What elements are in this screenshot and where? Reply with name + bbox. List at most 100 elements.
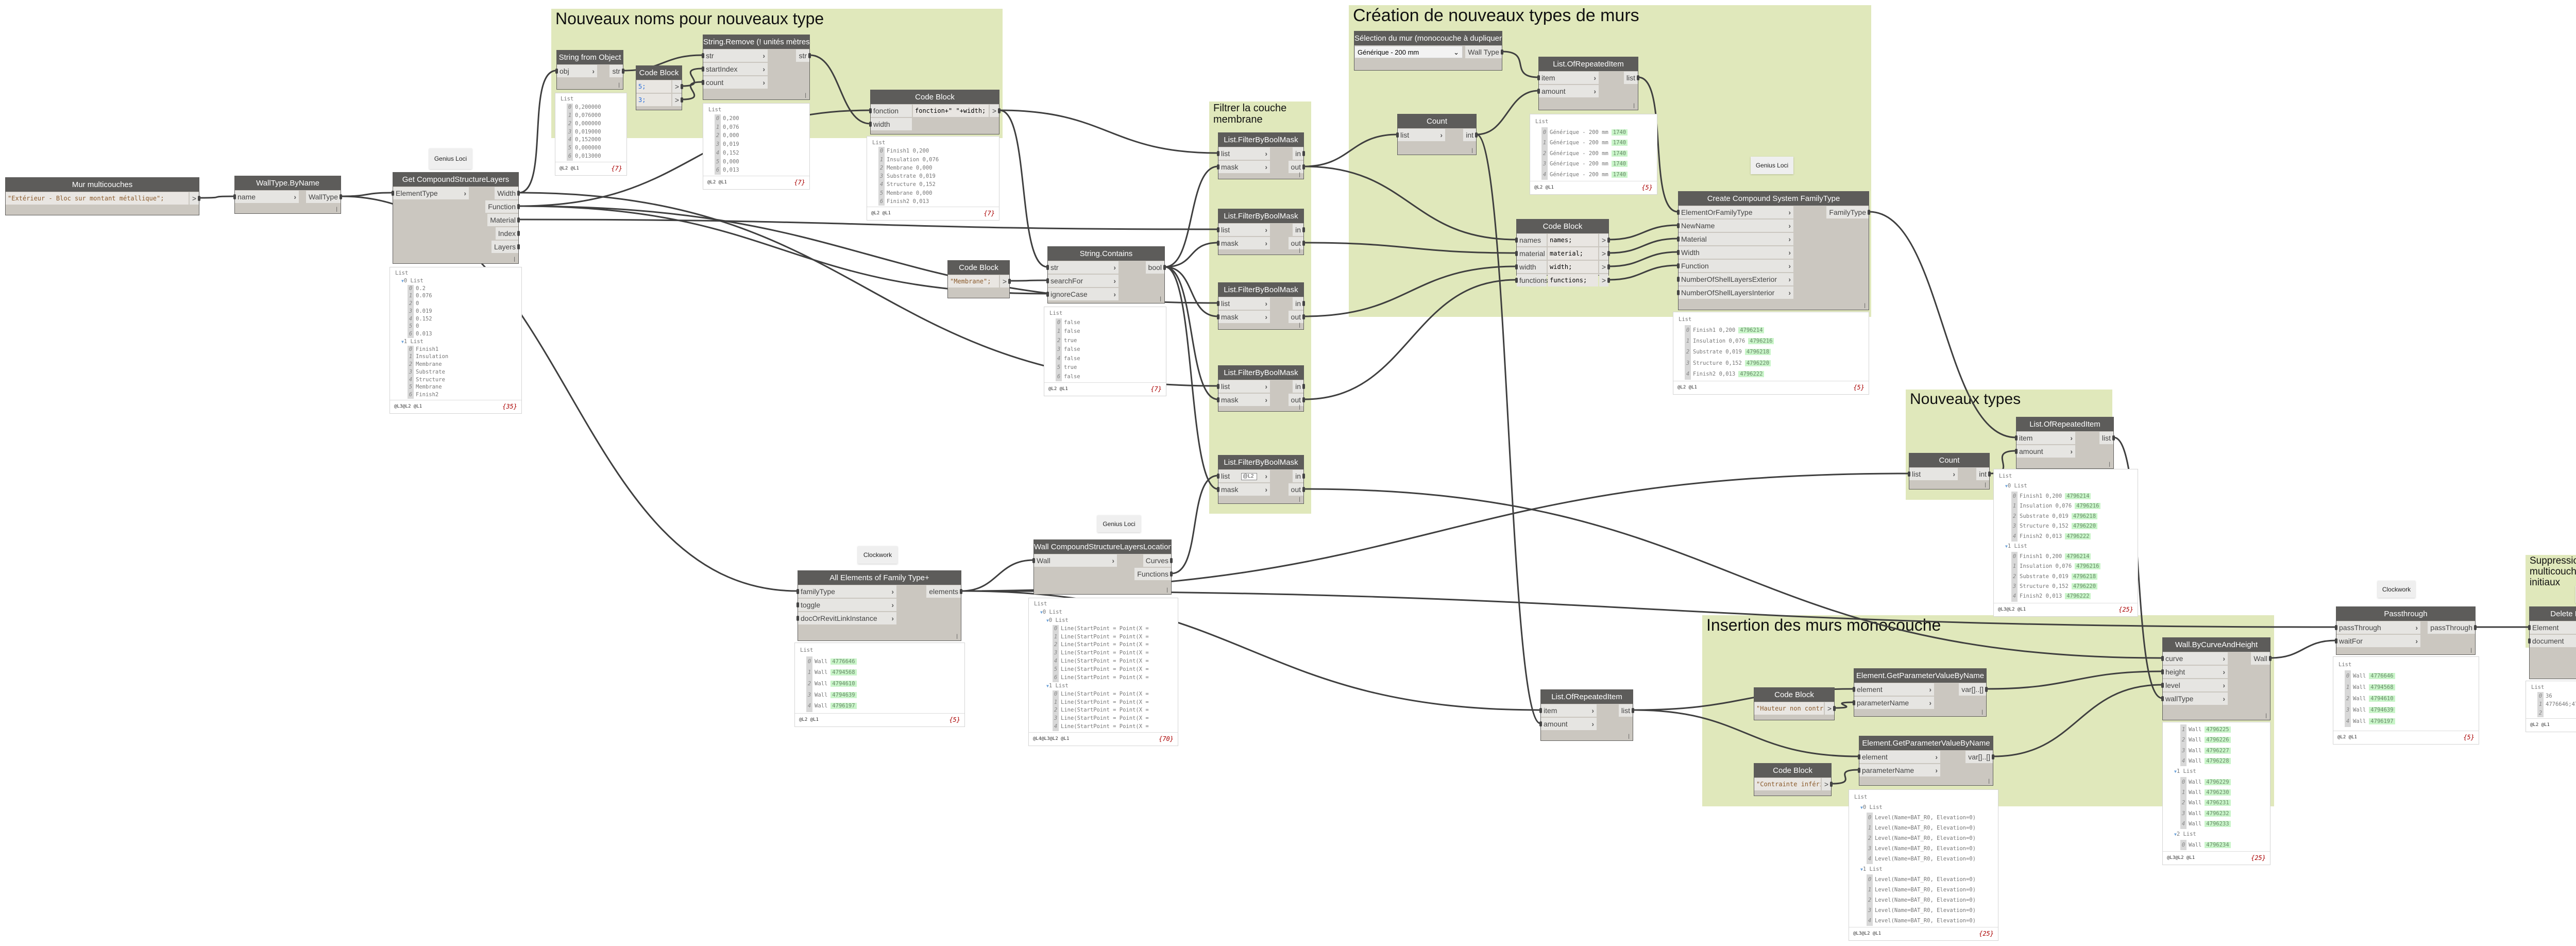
element-id[interactable]: 4776646: [2369, 673, 2395, 679]
preview-del[interactable]: List03614776646;4776676;4776677;4776678;…: [2526, 681, 2576, 732]
input-port-obj[interactable]: obj›: [555, 65, 597, 77]
input-connector[interactable]: [2335, 625, 2337, 630]
input-port-newname[interactable]: NewName›: [1677, 219, 1793, 232]
element-id[interactable]: 4796218: [2071, 573, 2098, 580]
input-connector[interactable]: [1217, 227, 1219, 232]
expand-triangle-icon[interactable]: ▼: [401, 278, 404, 283]
input-port-passthrough[interactable]: passThrough›: [2335, 621, 2420, 634]
input-port-element[interactable]: element›: [1858, 751, 1940, 763]
input-connector[interactable]: [2528, 638, 2531, 644]
node-all-elements-of-family-type[interactable]: All Elements of Family Type+familyType›t…: [796, 570, 962, 641]
output-connector[interactable]: [1170, 558, 1173, 563]
input-connector[interactable]: [2161, 696, 2164, 701]
input-connector[interactable]: [1537, 75, 1540, 80]
output-port-familytype[interactable]: FamilyType: [1826, 206, 1870, 218]
expand-triangle-icon[interactable]: ▼: [1860, 805, 1863, 810]
output-connector[interactable]: [1302, 384, 1305, 389]
element-id[interactable]: 4796214: [2065, 553, 2091, 560]
output-port-in[interactable]: in: [1293, 297, 1305, 310]
input-port-amount[interactable]: amount›: [2015, 445, 2075, 458]
output-port-code-output[interactable]: >: [989, 105, 1001, 117]
input-port-numberofshelllayersinterior[interactable]: NumberOfShellLayersInterior›: [1677, 286, 1793, 299]
output-port-in[interactable]: in: [1293, 224, 1305, 236]
output-port-in[interactable]: in: [1293, 147, 1305, 160]
output-port-out[interactable]: out: [1288, 483, 1305, 496]
input-connector[interactable]: [1539, 721, 1542, 727]
element-id[interactable]: 4796218: [1744, 349, 1771, 356]
output-connector[interactable]: [517, 191, 520, 196]
input-connector[interactable]: [869, 122, 872, 127]
element-id[interactable]: 4796227: [2205, 747, 2231, 754]
element-id[interactable]: 4796226: [2205, 737, 2231, 744]
input-port-walltype[interactable]: wallType›: [2161, 692, 2228, 705]
output-port-int[interactable]: int: [1463, 129, 1478, 141]
output-connector[interactable]: [1163, 265, 1166, 270]
input-connector[interactable]: [1515, 264, 1518, 269]
input-connector[interactable]: [1853, 687, 1855, 692]
output-port-code-output[interactable]: >: [1599, 274, 1610, 286]
input-port-amount[interactable]: amount›: [1537, 85, 1599, 97]
input-connector[interactable]: [392, 191, 394, 196]
element-id[interactable]: 4796220: [1744, 360, 1771, 366]
input-port-toggle[interactable]: toggle›: [796, 599, 896, 611]
input-connector[interactable]: [1217, 164, 1219, 170]
output-connector[interactable]: [1302, 314, 1305, 319]
output-connector[interactable]: [517, 204, 520, 209]
expand-triangle-icon[interactable]: ▼: [2005, 484, 2008, 489]
input-connector[interactable]: [1858, 754, 1860, 759]
input-connector[interactable]: [1677, 263, 1680, 268]
element-id[interactable]: 4796230: [2205, 789, 2231, 796]
output-port-str[interactable]: str: [796, 49, 811, 62]
input-port-material[interactable]: Material›: [1677, 233, 1793, 245]
output-connector[interactable]: [681, 84, 683, 89]
output-connector[interactable]: [1302, 151, 1305, 156]
node-code-block[interactable]: Code Block"Hauteur non contrainte";>: [1754, 687, 1836, 720]
input-port-list[interactable]: list›: [1396, 129, 1445, 141]
element-id[interactable]: 4796197: [831, 703, 857, 710]
output-connector[interactable]: [340, 194, 342, 199]
element-id[interactable]: 1740: [1611, 140, 1628, 146]
input-connector[interactable]: [1515, 251, 1518, 256]
output-port-wall[interactable]: Wall: [2251, 652, 2272, 665]
element-id[interactable]: 4796231: [2205, 800, 2231, 806]
input-port-item[interactable]: item›: [1537, 72, 1599, 84]
input-port-mask[interactable]: mask›: [1217, 161, 1270, 173]
output-connector[interactable]: [622, 69, 624, 74]
expand-triangle-icon[interactable]: ▼: [1046, 618, 1049, 623]
input-port-parametername[interactable]: parameterName›: [1853, 697, 1934, 709]
input-connector[interactable]: [1396, 132, 1399, 138]
input-port-amount[interactable]: amount›: [1539, 718, 1597, 730]
input-connector[interactable]: [702, 66, 704, 72]
output-connector[interactable]: [1008, 279, 1011, 284]
output-port-str[interactable]: str: [609, 65, 624, 77]
input-port-mask[interactable]: mask›: [1217, 394, 1270, 406]
output-port-out[interactable]: out: [1288, 237, 1305, 249]
node-code-block[interactable]: Code Block"Contrainte inférieure";>: [1754, 763, 1833, 796]
output-port-curves[interactable]: Curves: [1143, 554, 1173, 567]
input-port-mask[interactable]: mask›: [1217, 237, 1270, 249]
input-port-familytype[interactable]: familyType›: [796, 585, 896, 598]
output-port-layers[interactable]: Layers: [491, 241, 520, 253]
input-connector[interactable]: [2161, 656, 2164, 661]
input-port-elementorfamilytype[interactable]: ElementOrFamilyType›: [1677, 206, 1793, 218]
input-connector[interactable]: [1677, 210, 1680, 215]
output-connector[interactable]: [1607, 278, 1610, 283]
input-connector[interactable]: [1217, 301, 1219, 306]
input-connector[interactable]: [1217, 397, 1219, 402]
input-connector[interactable]: [1217, 487, 1219, 492]
input-port-waitfor[interactable]: waitFor›: [2335, 635, 2420, 647]
